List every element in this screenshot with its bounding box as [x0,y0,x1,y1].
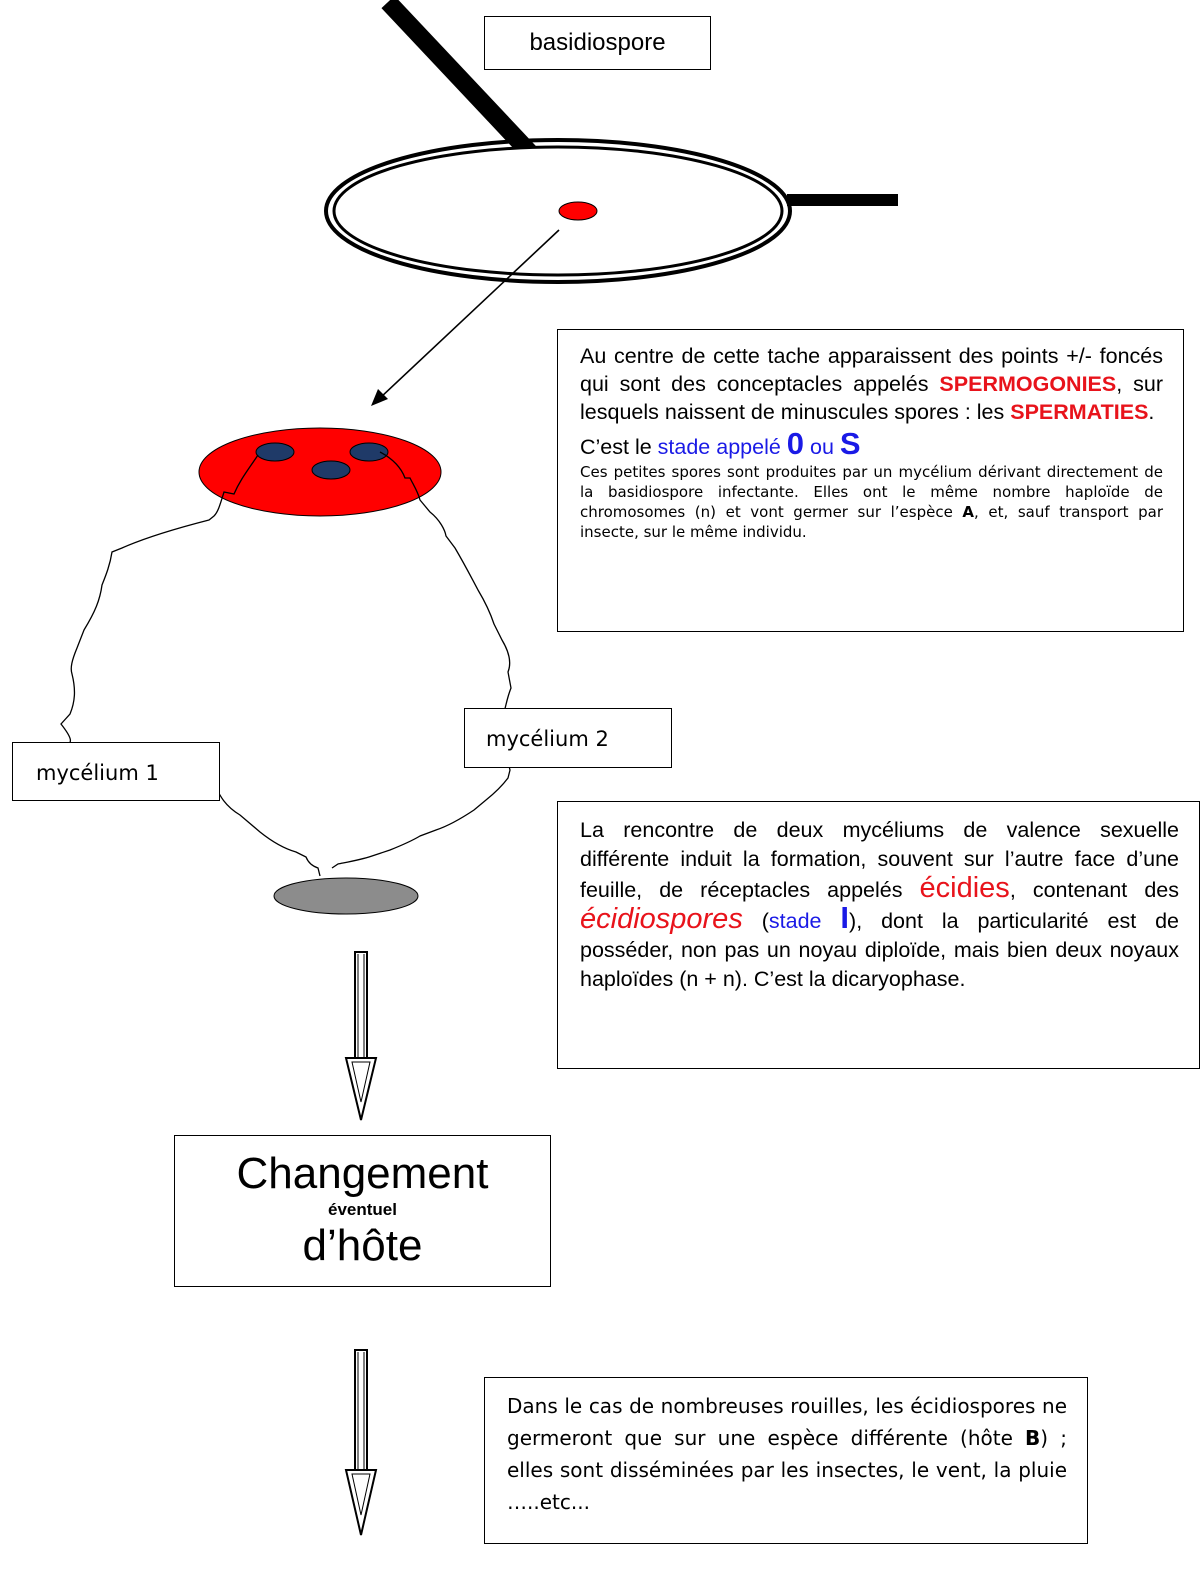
basidiospore-label-box: basidiospore [484,16,711,70]
host-change-title: Changement [236,1149,489,1198]
mycelium-1-label-box: mycélium 1 [12,742,220,801]
ecidies-text-box: La rencontre de deux mycéliums de valenc… [557,801,1200,1069]
mycelium-2-label-box: mycélium 2 [464,708,672,768]
term-spermogonies: SPERMOGONIES [939,372,1117,396]
mycelium-1-line [60,454,321,877]
mycelium-lines [60,451,512,877]
mycelium-2-label: mycélium 2 [486,727,609,751]
mycelium-2-line [331,451,512,869]
stage-0-line: C’est le stade appelé 0 ou S [580,426,861,461]
zoom-arrow [371,229,560,406]
term-spermaties: SPERMATIES [1010,400,1149,424]
spermogonies-paragraph: Au centre de cette tache apparaissent de… [580,344,1163,424]
spermaties-detail: Ces petites spores sont produites par un… [580,463,1164,541]
mycelium-1-label: mycélium 1 [36,761,159,785]
ecidie-disc [273,877,419,915]
rouilles-paragraph: Dans le cas de nombreuses rouilles, les … [507,1394,1067,1514]
spermogonie-1 [255,442,295,462]
term-ecidiospores: écidiospores [580,903,743,935]
spermogonie-3 [349,442,389,462]
host-change-qualifier: éventuel [328,1200,397,1219]
stage-0: 0 [786,426,805,461]
hollow-arrow-lower [344,1349,378,1536]
enlarged-spot [198,427,442,517]
host-change-box: Changement éventuel d’hôte [174,1135,551,1287]
basidiospore-label: basidiospore [529,29,666,56]
stage-I: I [840,900,850,935]
infection-spot [558,201,598,221]
leaf [324,138,898,284]
stage-s: S [839,426,861,461]
term-ecidies: écidies [919,872,1010,904]
spermogonies-text-box: Au centre de cette tache apparaissent de… [557,329,1184,632]
spermogonie-2 [311,460,351,480]
ecidies-paragraph: La rencontre de deux mycéliums de valenc… [580,818,1179,991]
host-change-subtitle: d’hôte [302,1221,423,1270]
hollow-arrow-upper [344,951,378,1121]
rouilles-text-box: Dans le cas de nombreuses rouilles, les … [484,1377,1088,1544]
